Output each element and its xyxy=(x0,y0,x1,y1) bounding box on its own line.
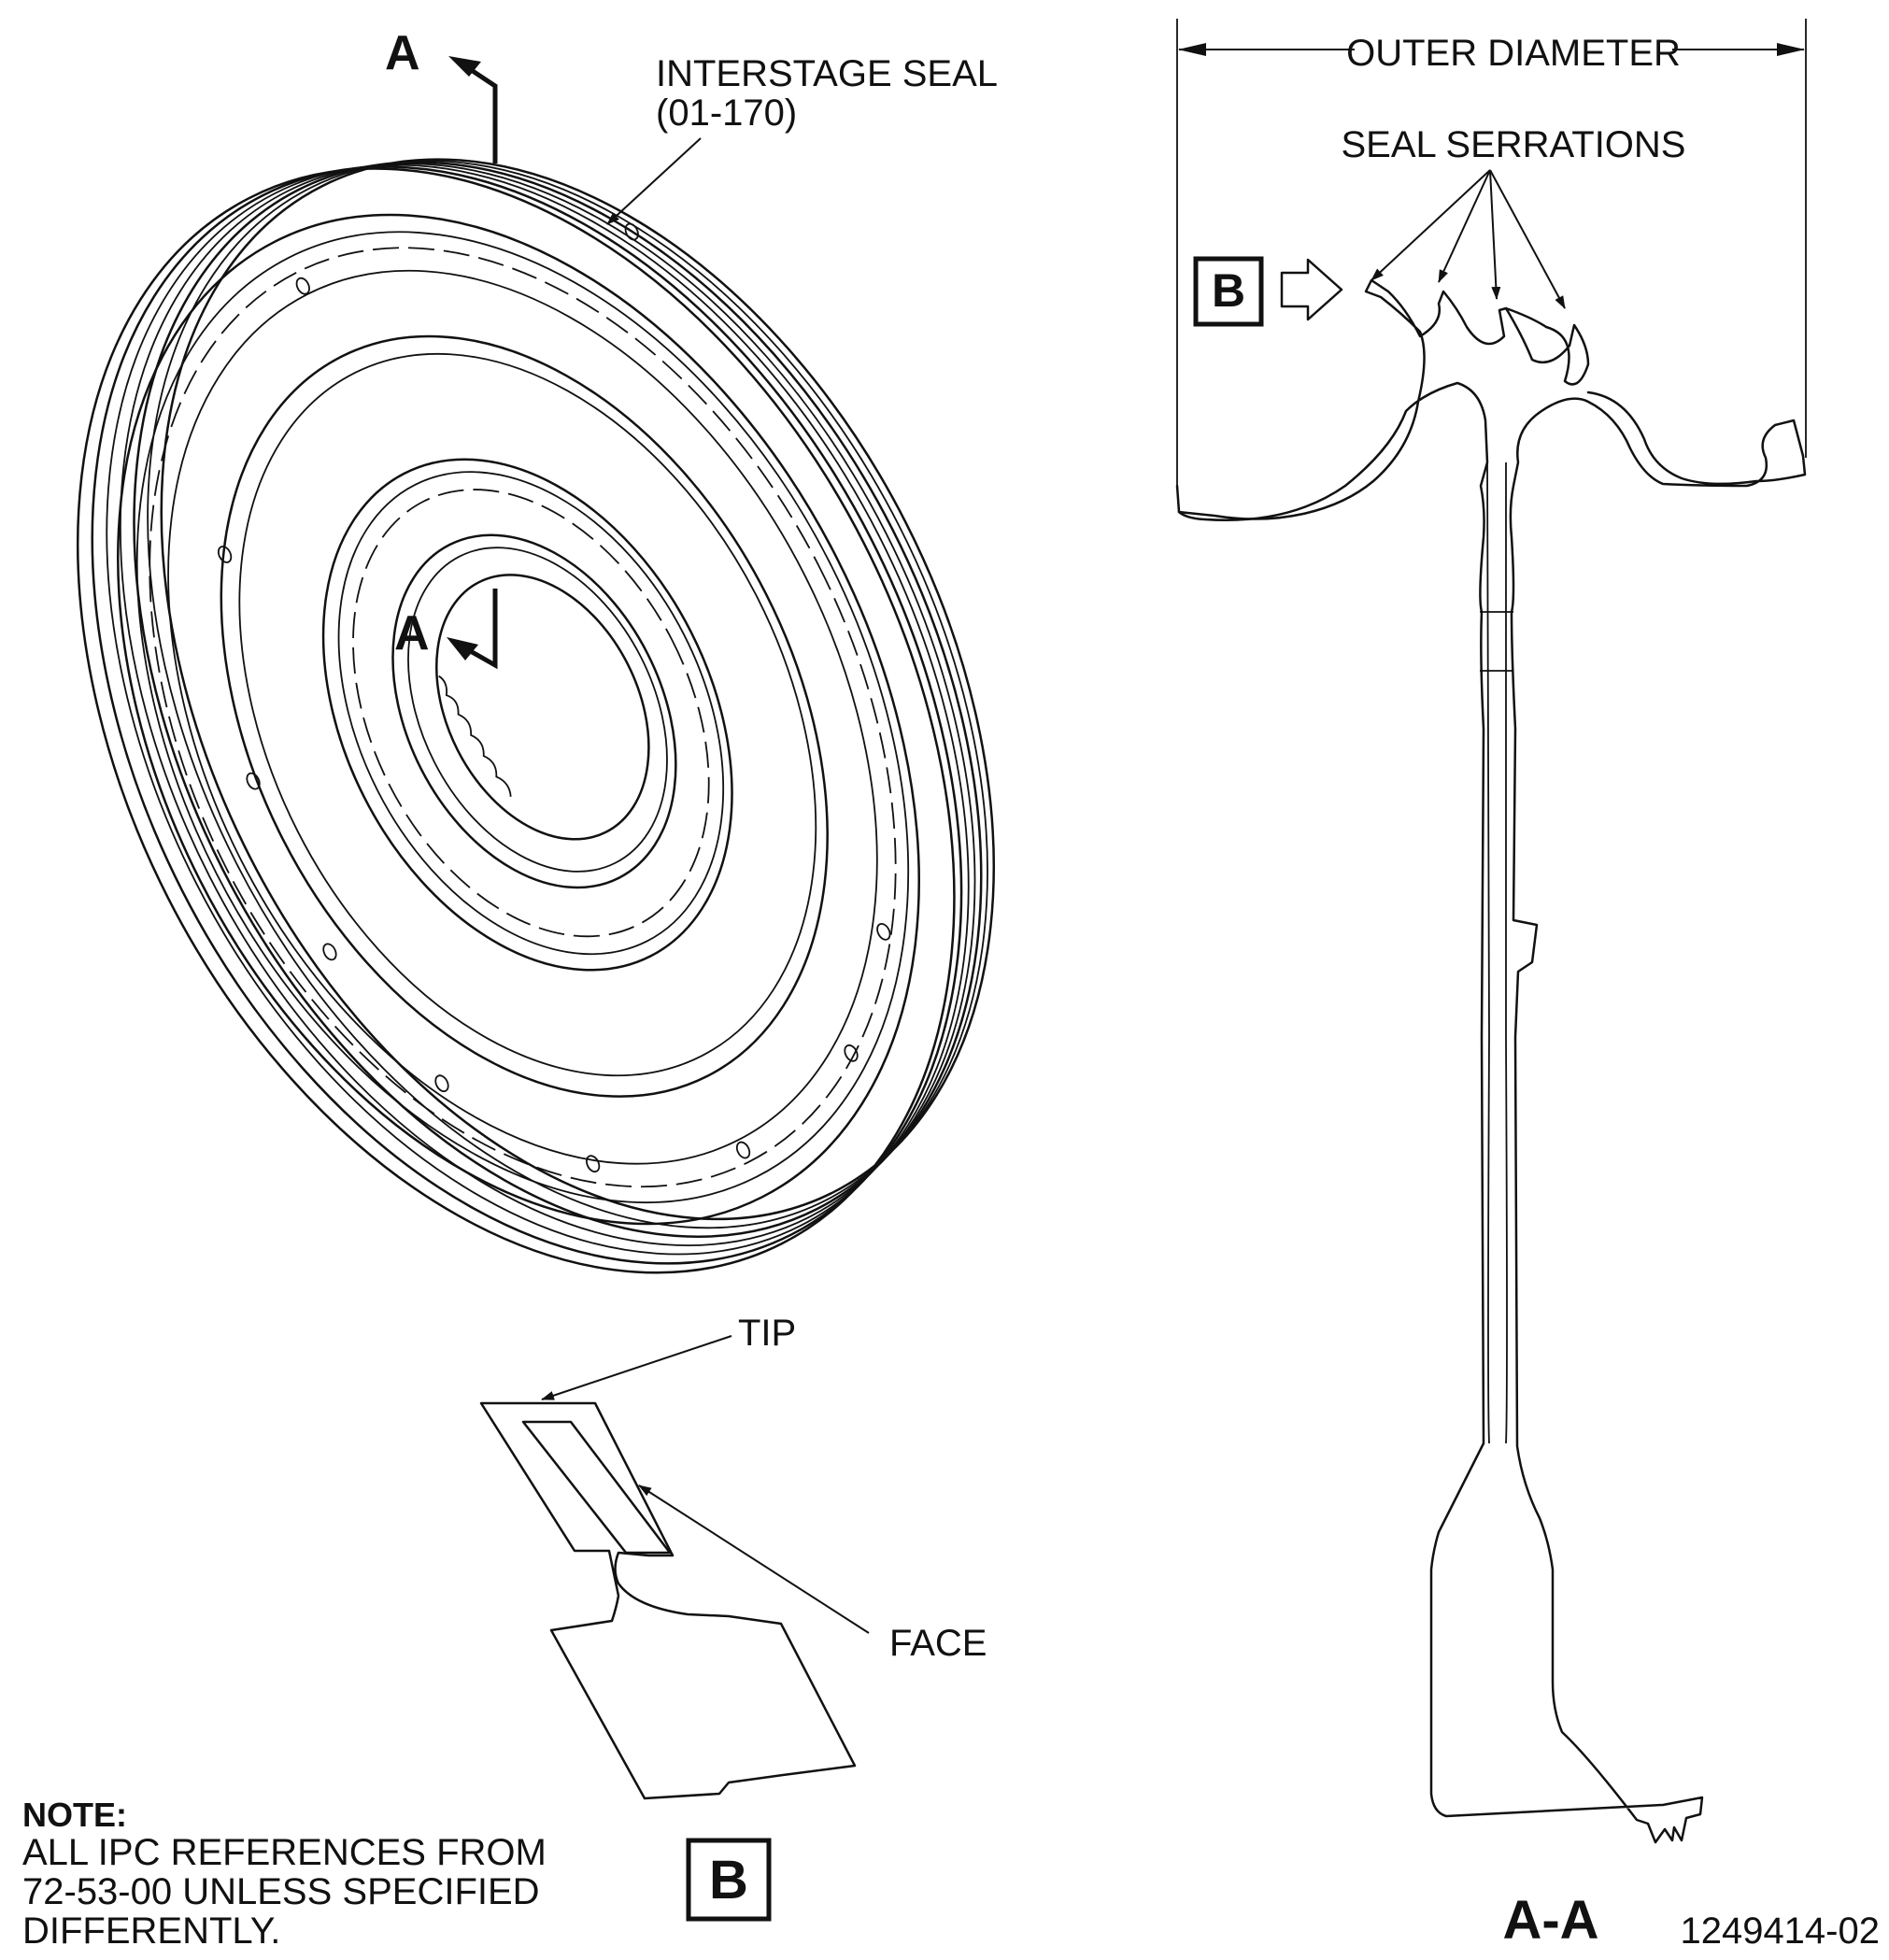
view-b-reference: B xyxy=(1212,264,1245,317)
seal-serrations-label: SEAL SERRATIONS xyxy=(1342,124,1686,165)
interstage-seal-label: INTERSTAGE SEAL xyxy=(656,53,998,94)
detail-b-title: B xyxy=(709,1850,748,1910)
interstage-seal-callout: INTERSTAGE SEAL (01-170) xyxy=(606,53,998,225)
detail-b-view: TIP FACE B xyxy=(479,1313,987,1922)
note-line-1: ALL IPC REFERENCES FROM xyxy=(22,1832,547,1873)
cut-label-center: A xyxy=(394,606,430,660)
face-label: FACE xyxy=(889,1623,987,1664)
cut-label-top: A xyxy=(385,26,420,80)
interstage-seal-part-number: (01-170) xyxy=(656,92,797,134)
section-cut-center: A xyxy=(394,589,498,670)
drawing-number: 1249414-02 xyxy=(1680,1910,1880,1952)
note-heading: NOTE: xyxy=(22,1796,127,1834)
note-line-3: DIFFERENTLY. xyxy=(22,1910,280,1952)
note-block: NOTE: ALL IPC REFERENCES FROM 72-53-00 U… xyxy=(22,1796,547,1952)
outer-diameter-label: OUTER DIAMETER xyxy=(1346,33,1681,74)
tip-label: TIP xyxy=(738,1313,796,1354)
interstage-seal-isometric xyxy=(77,158,995,1274)
note-line-2: 72-53-00 UNLESS SPECIFIED xyxy=(22,1871,540,1912)
section-a-a-view: OUTER DIAMETER SEAL SERRATIONS B xyxy=(1175,19,1807,1844)
section-a-a-title: A-A xyxy=(1502,1890,1598,1951)
section-cut-top: A xyxy=(385,26,498,163)
